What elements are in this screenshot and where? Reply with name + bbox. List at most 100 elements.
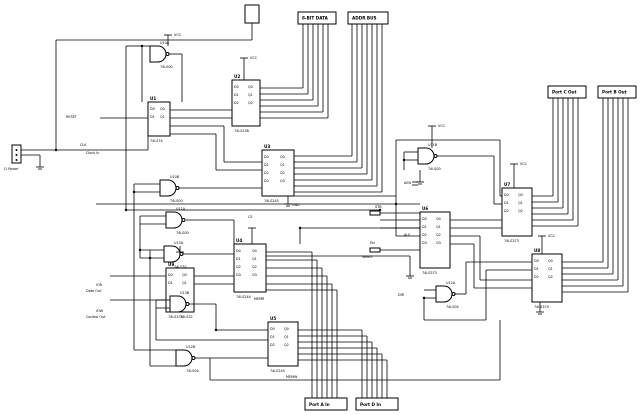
chip-u3-pin-d3: D3 — [264, 179, 269, 183]
gate-g7-name: U13A — [174, 241, 184, 245]
chip-u2-pin-q1: Q1 — [248, 93, 253, 97]
capacitor-c1 — [412, 181, 418, 186]
left-connector-label: J1 Power — [3, 167, 19, 171]
chip-u8-pin-q0: Q0 — [548, 259, 553, 263]
chip-u6-pin-q3: Q3 — [436, 241, 441, 245]
gnd-label-1: GND — [292, 203, 300, 207]
net-io-read: IOR — [96, 283, 103, 287]
chip-u6-pin-d3: D3 — [422, 241, 427, 245]
junctions — [54, 44, 426, 332]
vcc-symbol-6 — [176, 246, 184, 253]
chip-u4-pin-q0: Q0 — [252, 249, 257, 253]
chip-u5-pin-d2: D2 — [270, 343, 275, 347]
gate-g1-name: U10A — [160, 41, 170, 45]
gate-g5: U12A 74LS04 — [435, 281, 459, 309]
gate-g3-name: U11A — [176, 207, 186, 211]
chip-u5: U5 74LS245 D0 D1 D2 Q0 Q1 Q2 — [267, 316, 299, 373]
net-ale: ALE — [404, 233, 410, 237]
chip-u2-pin-d2: D2 — [234, 101, 239, 105]
chip-u1-pin-q1: Q1 — [160, 115, 165, 119]
net-reset: RESET — [66, 115, 78, 119]
chip-u5-pin-q2: Q2 — [284, 343, 289, 347]
header-bottom-1: Port A In — [304, 388, 348, 411]
chip-u3-pin-q0: Q0 — [280, 155, 285, 159]
vcc-symbol-3: VCC — [428, 124, 446, 148]
chip-u9-pin-q1: Q1 — [182, 281, 187, 285]
chip-u1-pin-q0: Q0 — [160, 107, 165, 111]
chip-u2: U2 74LS138 D0 D1 D2 Q0 Q1 Q2 — [231, 74, 261, 133]
header-bottom-1-label: Port A In — [309, 402, 330, 407]
chip-u6-pin-q0: Q0 — [436, 217, 441, 221]
gate-g4: U11B 74LS00 — [417, 143, 441, 171]
chip-u7-pin-q2: Q2 — [518, 209, 523, 213]
header-right-2: Port B Out — [597, 85, 637, 108]
chip-u8-pin-d1: D1 — [534, 267, 539, 271]
chip-u4-name: U4 — [236, 238, 242, 243]
chip-u5-pin-d1: D1 — [270, 335, 275, 339]
gate-g1: U10A 74LS00 — [149, 41, 173, 69]
chip-u7-pin-d1: D1 — [504, 201, 509, 205]
net-mem-read: MEMR — [254, 297, 265, 301]
chip-u6-pin-q1: Q1 — [436, 225, 441, 229]
header-top-2: ADDR BUS — [347, 11, 389, 34]
net-select: Select — [362, 255, 373, 259]
chip-u3-pin-d0: D0 — [264, 155, 269, 159]
vcc-symbol-4: VCC — [510, 162, 528, 188]
chip-u3-pin-d1: D1 — [264, 163, 269, 167]
wires — [55, 34, 629, 388]
gate-g8-name: U13B — [180, 291, 190, 295]
chip-u8-pin-d0: D0 — [534, 259, 539, 263]
chip-u1: U1 74LS74 D0 D1 Q0 Q1 — [147, 96, 171, 143]
chip-u4-pin-q1: Q1 — [252, 257, 257, 261]
chip-u1-name: U1 — [150, 96, 156, 101]
net-cs: CS — [248, 215, 253, 219]
chip-u8: U8 74LS374 D0 D1 D2 Q0 Q1 Q2 — [531, 248, 563, 309]
gate-g3-part: 74LS00 — [176, 231, 189, 235]
vcc-label-4: VCC — [520, 162, 528, 166]
chip-u8-pin-d2: D2 — [534, 275, 539, 279]
resistor-r1 — [369, 210, 381, 216]
vcc-symbol-1: VCC — [164, 33, 182, 46]
chip-u2-name: U2 — [234, 74, 240, 79]
chip-u5-part: 74LS245 — [270, 369, 285, 373]
chip-u9-pin-d0: D0 — [168, 273, 173, 277]
gate-g6-part: 74LS04 — [186, 369, 199, 373]
chip-u3-name: U3 — [264, 144, 270, 149]
header-right-1-label: Port C Out — [552, 90, 577, 95]
chip-u6-part: 74LS373 — [422, 271, 437, 275]
gnd-symbol-3 — [406, 268, 414, 279]
chip-u6: U6 74LS373 D0 D1 D2 D3 Q0 Q1 Q2 Q3 — [419, 206, 451, 275]
gate-g6: U12B 74LS04 — [175, 345, 199, 373]
net-enable: EN — [370, 241, 375, 245]
gnd-symbol-1: GND — [284, 196, 300, 207]
chip-u5-pin-d0: D0 — [270, 327, 275, 331]
chip-u4: U4 74LS244 D0 D1 D2 D3 Q0 Q1 Q2 Q3 — [233, 238, 267, 299]
net-mem-write: MEMW — [286, 375, 298, 379]
header-top-1: 8-BIT DATA — [297, 11, 337, 34]
chip-u3-pin-q2: Q2 — [280, 171, 285, 175]
chip-u4-pin-d0: D0 — [236, 249, 241, 253]
gate-g8: U13B 74LS32 — [169, 291, 193, 319]
net-strobe: STB — [375, 205, 382, 209]
left-connector: J1 Power — [3, 144, 100, 171]
header-right-2-label: Port B Out — [602, 90, 627, 95]
chip-u2-pin-q0: Q0 — [248, 85, 253, 89]
vcc-label-1: VCC — [174, 33, 182, 37]
gate-g7-part: 74LS32 — [174, 265, 187, 269]
header-right-1: Port C Out — [547, 85, 587, 108]
gate-g2-part: 74LS00 — [170, 199, 183, 203]
chip-u3-pin-q3: Q3 — [280, 179, 285, 183]
chip-u2-pin-q2: Q2 — [248, 101, 253, 105]
net-dir: DIR — [398, 293, 405, 297]
chip-u6-name: U6 — [422, 206, 428, 211]
chip-u5-pin-q1: Q1 — [284, 335, 289, 339]
gate-g7: U13A 74LS32 — [163, 241, 187, 269]
chip-u8-pin-q1: Q1 — [548, 267, 553, 271]
chip-u3-pin-q1: Q1 — [280, 163, 285, 167]
net-io-write: IOW — [96, 309, 104, 313]
chip-u7-pin-q0: Q0 — [518, 193, 523, 197]
chip-u7-pin-d0: D0 — [504, 193, 509, 197]
header-top-2-label: ADDR BUS — [352, 16, 376, 21]
chip-u9-name: U9 — [168, 262, 174, 267]
